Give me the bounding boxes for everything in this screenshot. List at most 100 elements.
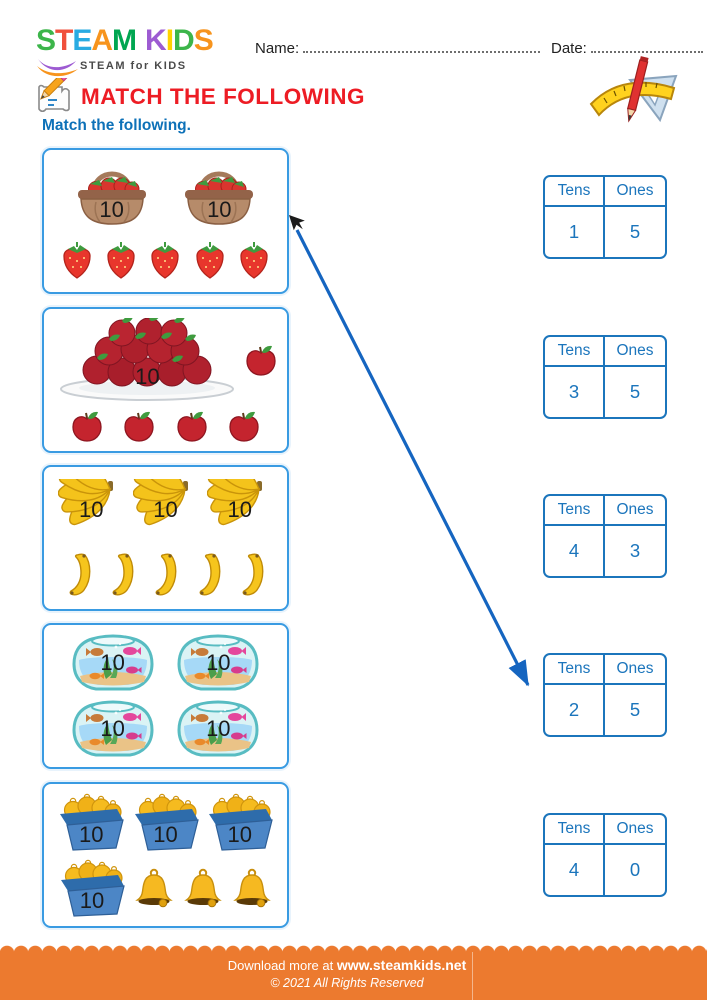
apple-icon (228, 410, 260, 442)
logo-swoosh-icon (37, 59, 78, 77)
ones-value-cell: 5 (629, 221, 641, 242)
ones-header-cell: Ones (605, 177, 665, 207)
bell-icon (134, 868, 174, 908)
apple-icon (176, 410, 208, 442)
tens-ones-table-2[interactable]: Tens Ones 3 5 (543, 335, 667, 419)
ones-value-cell: 3 (629, 540, 641, 561)
banana-bunch-group: 10 (206, 479, 273, 541)
logo-letter: M (112, 24, 137, 57)
mouse-cursor-icon (289, 215, 305, 231)
tens-ones-table-1[interactable]: Tens Ones 1 5 (543, 175, 667, 259)
fish-bowl-group: 10 (175, 700, 261, 758)
ones-header-cell: Ones (605, 815, 665, 845)
footer-website: www.steamkids.net (336, 957, 467, 973)
bell-icon (232, 868, 272, 908)
strawberry-basket-group: 10 (173, 162, 265, 228)
apple-plate-group: 10 (54, 317, 240, 402)
strawberry-icon (237, 240, 271, 280)
logo-letter: D (173, 24, 195, 57)
date-field: Date: (551, 38, 704, 57)
footer-scallop-edge (0, 945, 707, 953)
tens-value-cell: 4 (545, 845, 605, 895)
group-count-label: 10 (99, 197, 124, 222)
page-title: MATCH THE FOLLOWING (81, 84, 366, 109)
tens-header-cell: Tens (545, 815, 605, 845)
picture-box-fishbowls[interactable]: 10 (42, 623, 289, 769)
box-items: 10 (54, 154, 277, 288)
box-items: 10 (54, 313, 277, 447)
picture-box-strawberries[interactable]: 10 (42, 148, 289, 294)
logo-letter: E (72, 24, 92, 57)
group-count-label: 10 (206, 716, 231, 742)
picture-box-apples[interactable]: 10 (42, 307, 289, 453)
group-count-label: 10 (100, 716, 125, 742)
tens-value-cell: 4 (545, 526, 605, 576)
bell-icon (183, 868, 223, 908)
tens-header-cell: Tens (545, 655, 605, 685)
strawberry-icon (60, 240, 94, 280)
group-count-label: 10 (207, 197, 232, 222)
apple-icon (245, 344, 277, 376)
bell-box-group: 10 (59, 859, 125, 917)
box-items: 10 10 (54, 471, 277, 605)
fish-bowl-group: 10 (70, 634, 156, 692)
fish-bowl-group: 10 (70, 700, 156, 758)
group-count-label: 10 (135, 363, 160, 389)
logo-letter: I (165, 24, 174, 57)
name-label: Name: (255, 40, 300, 57)
tens-ones-table-3[interactable]: Tens Ones 4 3 (543, 494, 667, 578)
box-items: 10 10 (54, 788, 277, 922)
group-count-label: 10 (153, 497, 178, 522)
group-count-label: 10 (227, 497, 252, 522)
tens-header-cell: Tens (545, 496, 605, 526)
box-items: 10 (54, 629, 277, 763)
tens-ones-table-5[interactable]: Tens Ones 4 0 (543, 813, 667, 897)
ones-header-cell: Ones (605, 655, 665, 685)
banana-icon (108, 553, 136, 597)
name-input-line[interactable] (303, 38, 541, 53)
strawberry-icon (148, 240, 182, 280)
footer-copyright: © 2021 All Rights Reserved (270, 976, 424, 990)
logo-letter: T (55, 24, 73, 57)
ones-header-cell: Ones (605, 496, 665, 526)
banana-bunch-group: 10 (58, 479, 124, 541)
bell-box-group: 10 (133, 793, 199, 851)
strawberry-icon (193, 240, 227, 280)
ones-value-cell: 5 (629, 381, 641, 402)
instruction-text: Match the following. (42, 117, 191, 134)
logo-tagline: STEAM for KIDS (80, 60, 187, 72)
tens-ones-table-4[interactable]: Tens Ones 2 5 (543, 653, 667, 737)
ones-value-cell: 0 (629, 859, 641, 880)
banana-icon (238, 553, 266, 597)
pencil-paper-icon (38, 78, 70, 113)
ruler-setsquare-pencil-icon (589, 56, 678, 123)
ones-value-cell: 5 (629, 699, 641, 720)
strawberry-basket-group: 10 (66, 162, 158, 228)
tens-value-cell: 1 (545, 207, 605, 257)
picture-box-bells[interactable]: 10 10 (42, 782, 289, 928)
group-count-label: 10 (100, 649, 125, 675)
logo-letter: S (36, 24, 56, 57)
date-input-line[interactable] (591, 38, 704, 53)
group-count-label: 10 (206, 649, 231, 675)
group-count-label: 10 (153, 821, 178, 847)
banana-icon (65, 553, 93, 597)
fish-bowl-group: 10 (175, 634, 261, 692)
tens-value-cell: 3 (545, 367, 605, 417)
tens-header-cell: Tens (545, 177, 605, 207)
apple-icon (123, 410, 155, 442)
date-label: Date: (551, 40, 587, 57)
logo-letter: S (193, 24, 214, 57)
footer-download-prefix: Download more at (227, 958, 334, 973)
picture-box-bananas[interactable]: 10 10 (42, 465, 289, 611)
ones-header-cell: Ones (605, 337, 665, 367)
footer-download-line: Download more at www.steamkids.net (0, 957, 694, 973)
banana-icon (151, 553, 179, 597)
group-count-label: 10 (227, 821, 252, 847)
footer: Download more at www.steamkids.net © 202… (0, 952, 707, 1000)
footer-divider (472, 952, 473, 1000)
group-count-label: 10 (79, 497, 104, 522)
